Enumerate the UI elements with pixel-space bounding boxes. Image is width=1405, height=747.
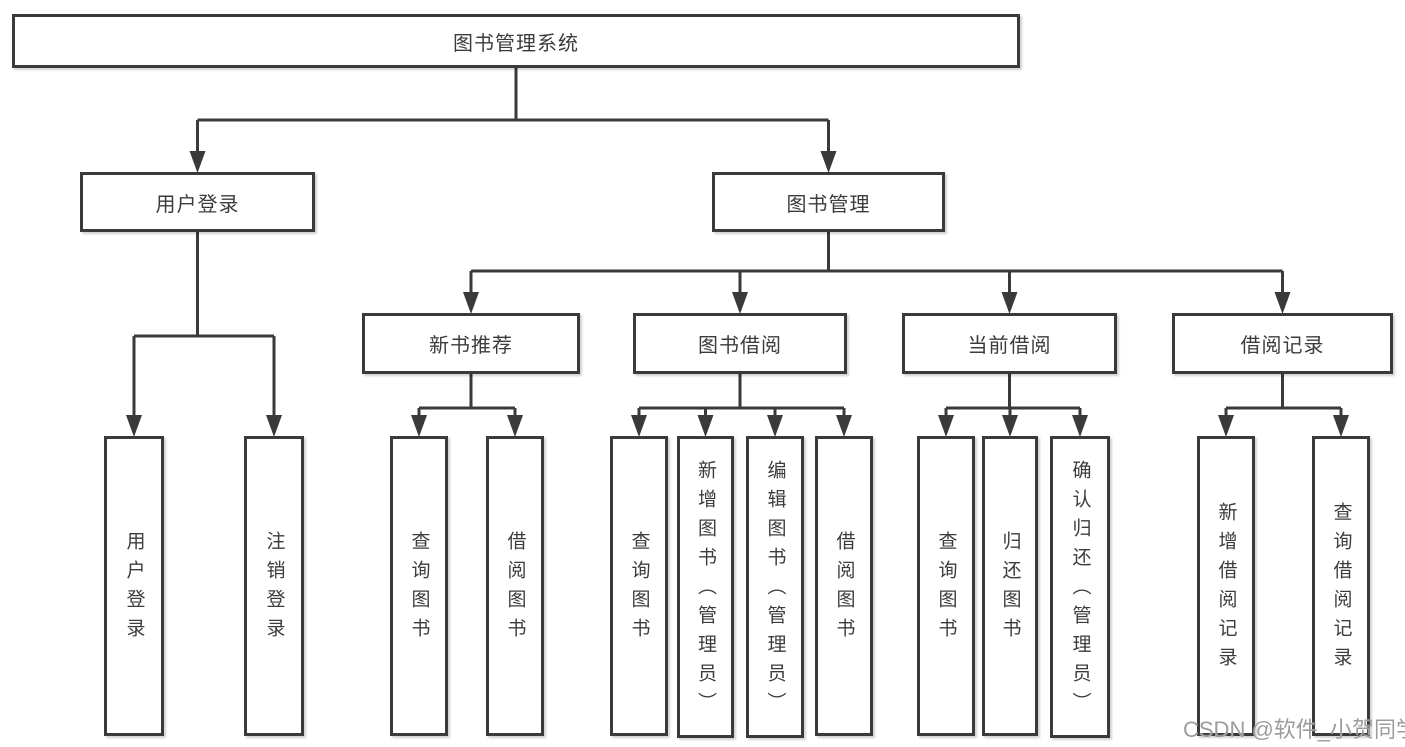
leaf-confirm-return-admin: 确认归还（管理员）: [1050, 436, 1110, 738]
node-user-login: 用户登录: [80, 172, 315, 232]
leaf-query-books-borrowing: 查询图书: [610, 436, 668, 736]
node-book-management: 图书管理: [712, 172, 945, 232]
leaf-borrow-books-recommend: 借阅图书: [486, 436, 544, 736]
node-current-borrowing: 当前借阅: [902, 313, 1117, 374]
leaf-query-books-recommend: 查询图书: [390, 436, 448, 736]
leaf-add-borrow-record: 新增借阅记录: [1197, 436, 1255, 736]
leaf-add-books-admin: 新增图书（管理员）: [677, 436, 734, 738]
node-library-management-system: 图书管理系统: [12, 14, 1020, 68]
node-book-borrowing: 图书借阅: [633, 313, 847, 374]
leaf-user-login: 用户登录: [104, 436, 164, 736]
leaf-logout: 注销登录: [244, 436, 304, 736]
leaf-query-borrow-record: 查询借阅记录: [1312, 436, 1370, 736]
node-new-book-recommendation: 新书推荐: [362, 313, 580, 374]
leaf-return-books: 归还图书: [982, 436, 1038, 736]
leaf-query-books-current: 查询图书: [917, 436, 975, 736]
leaf-edit-books-admin: 编辑图书（管理员）: [746, 436, 804, 738]
csdn-watermark: CSDN @软件_小贺同学: [1183, 717, 1405, 742]
node-borrowing-records: 借阅记录: [1172, 313, 1393, 374]
leaf-borrow-books: 借阅图书: [815, 436, 873, 736]
